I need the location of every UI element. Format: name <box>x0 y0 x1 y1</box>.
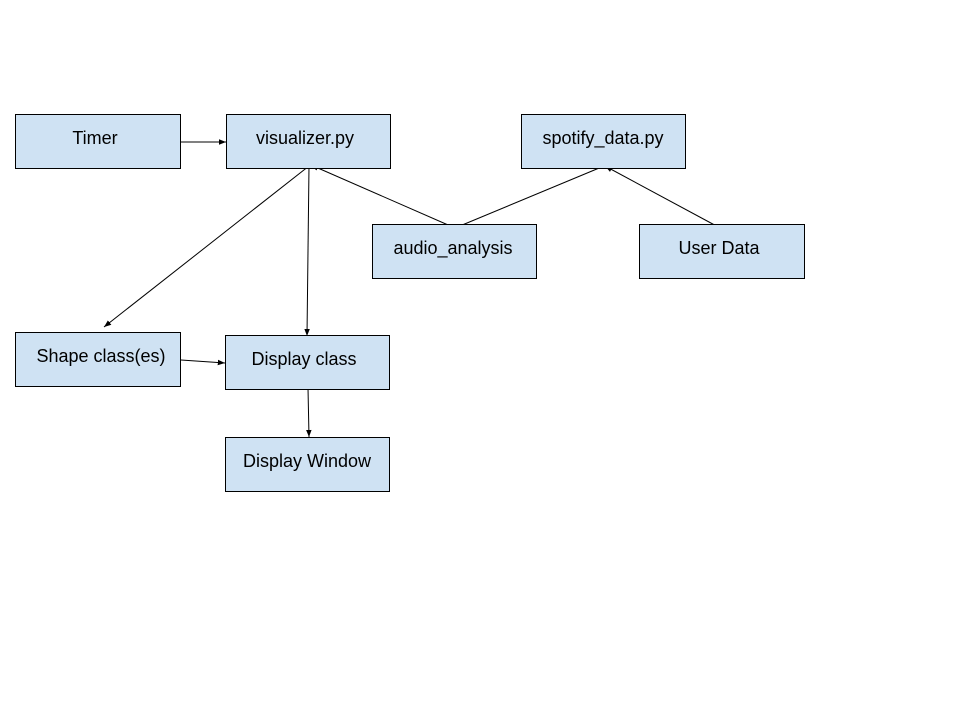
node-visualizer-label: visualizer.py <box>256 128 354 148</box>
node-user-data-label: User Data <box>678 238 760 258</box>
node-timer: Timer <box>15 114 181 169</box>
node-user-data: User Data <box>639 224 805 279</box>
edge-audio-analysis-to-visualizer <box>310 164 456 229</box>
node-visualizer: visualizer.py <box>226 114 391 169</box>
node-display-class: Display class <box>225 335 390 390</box>
node-spotify-data: spotify_data.py <box>521 114 686 169</box>
node-audio-analysis-box <box>372 224 537 279</box>
node-spotify-data-box <box>521 114 686 169</box>
node-display-window-box <box>225 437 390 492</box>
node-user-data-box <box>639 224 805 279</box>
node-display-window-label: Display Window <box>243 451 372 471</box>
edge-visualizer-to-display-class <box>304 165 310 337</box>
node-audio-analysis: audio_analysis <box>372 224 537 279</box>
node-shape-classes-label: Shape class(es) <box>36 346 165 366</box>
node-display-window: Display Window <box>225 437 390 492</box>
node-display-class-label: Display class <box>251 349 356 369</box>
node-timer-box <box>15 114 181 169</box>
node-display-class-box <box>225 335 390 390</box>
node-visualizer-box <box>226 114 391 169</box>
node-spotify-data-label: spotify_data.py <box>542 128 663 149</box>
edge-visualizer-to-shape-classes <box>103 165 310 328</box>
node-timer-label: Timer <box>72 128 117 148</box>
node-shape-classes-box <box>15 332 181 387</box>
edge-user-data-to-spotify-data <box>604 165 723 230</box>
edge-display-class-to-display-window <box>306 387 312 438</box>
node-shape-classes: Shape class(es) <box>15 332 181 387</box>
edges <box>103 139 723 438</box>
node-audio-analysis-label: audio_analysis <box>393 238 512 259</box>
edge-shape-classes-to-display-class <box>180 359 226 366</box>
edge-audio-analysis-to-spotify-data <box>454 165 605 229</box>
